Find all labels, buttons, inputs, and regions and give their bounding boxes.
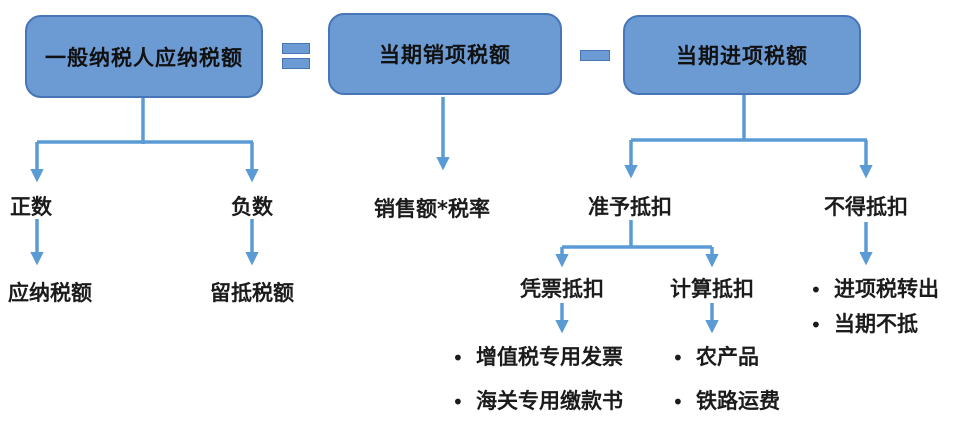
node-invoice-deduction: 凭票抵扣	[520, 277, 604, 301]
equals-bar-bottom	[282, 58, 310, 69]
node-non-deductible: 不得抵扣	[824, 195, 908, 219]
node-credit-carryforward: 留抵税额	[210, 281, 294, 305]
list-item-label: 农产品	[696, 345, 759, 369]
node-sales-times-rate: 销售额*税率	[374, 197, 490, 221]
list-item-label: 海关专用缴款书	[476, 389, 623, 413]
node-tax-payable: 应纳税额	[8, 281, 92, 305]
node-label: 当期进项税额	[676, 44, 808, 68]
minus-operator	[580, 50, 610, 61]
list-item: • 农产品	[672, 345, 759, 370]
minus-bar	[580, 50, 610, 61]
list-item: • 增值税专用发票	[452, 345, 623, 370]
bullet-icon: •	[452, 346, 464, 370]
list-item-label: 铁路运费	[696, 389, 780, 413]
node-label: 一般纳税人应纳税额	[45, 45, 243, 70]
list-item: • 当期不抵	[810, 312, 918, 337]
node-negative: 负数	[231, 195, 273, 219]
list-item: • 铁路运费	[672, 389, 780, 414]
bullet-icon: •	[672, 390, 684, 414]
list-item-label: 当期不抵	[834, 312, 918, 336]
node-current-input-tax: 当期进项税额	[623, 15, 861, 95]
equals-bar-top	[282, 43, 310, 54]
bullet-icon: •	[672, 346, 684, 370]
list-item-label: 进项税转出	[834, 277, 939, 301]
equals-operator	[282, 43, 310, 69]
list-item-label: 增值税专用发票	[476, 345, 623, 369]
node-deductible: 准予抵扣	[588, 195, 672, 219]
bullet-icon: •	[810, 278, 822, 302]
bullet-icon: •	[452, 390, 464, 414]
node-current-output-tax: 当期销项税额	[328, 13, 562, 95]
node-general-taxpayer-tax-payable: 一般纳税人应纳税额	[25, 15, 263, 98]
list-item: • 海关专用缴款书	[452, 389, 623, 414]
node-label: 当期销项税额	[379, 43, 511, 67]
list-item: • 进项税转出	[810, 277, 939, 302]
bullet-icon: •	[810, 313, 822, 337]
node-calculated-deduction: 计算抵扣	[670, 277, 754, 301]
node-positive: 正数	[10, 195, 52, 219]
